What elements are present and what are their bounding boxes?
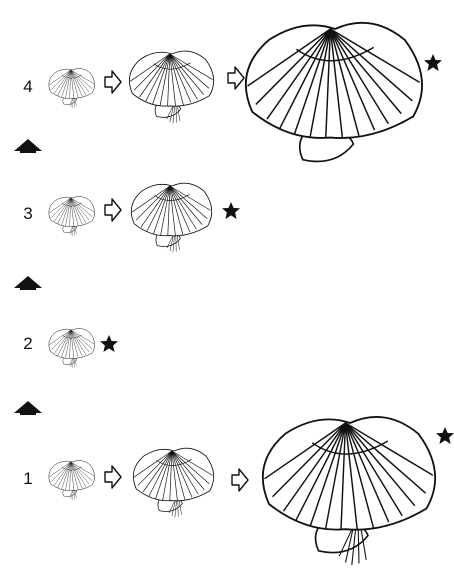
shell-large bbox=[263, 417, 435, 565]
star-icon bbox=[424, 54, 442, 71]
lineage-up-arrow-icon bbox=[14, 276, 42, 290]
growth-arrow-icon bbox=[105, 466, 121, 488]
shell-medium bbox=[131, 183, 211, 252]
row-label-1: 1 bbox=[23, 469, 32, 488]
row-3: 3 bbox=[23, 183, 240, 252]
row-label-4: 4 bbox=[23, 77, 32, 96]
shell-medium bbox=[129, 51, 213, 123]
shell-small bbox=[49, 196, 95, 236]
lineage-up-arrow-icon bbox=[14, 401, 42, 415]
shell-large bbox=[246, 23, 422, 162]
lineage-up-arrow-icon bbox=[14, 139, 42, 153]
row-label-2: 2 bbox=[23, 334, 32, 353]
star-icon bbox=[222, 202, 240, 219]
growth-arrow-icon bbox=[105, 199, 121, 221]
star-icon bbox=[436, 427, 454, 444]
row-2: 2 bbox=[23, 328, 118, 368]
row-label-3: 3 bbox=[23, 204, 32, 223]
row-1: 1 bbox=[23, 417, 454, 565]
shell-small bbox=[49, 328, 95, 368]
growth-arrow-icon bbox=[228, 67, 244, 89]
growth-arrow-icon bbox=[232, 469, 248, 491]
shell-small bbox=[49, 460, 95, 500]
shell-small bbox=[49, 68, 95, 108]
growth-arrow-icon bbox=[105, 71, 121, 93]
star-icon bbox=[100, 335, 118, 352]
shell-medium bbox=[133, 448, 213, 517]
row-4: 4 bbox=[23, 23, 442, 162]
